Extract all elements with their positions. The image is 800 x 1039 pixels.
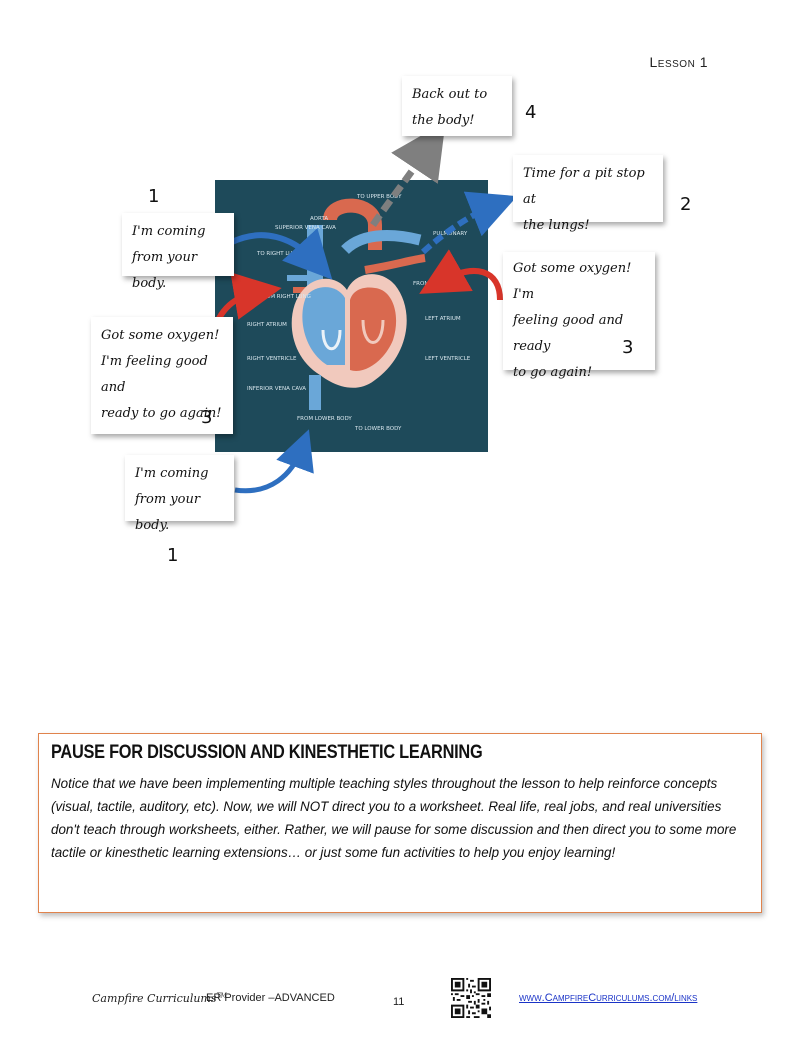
label-left-ventricle: LEFT VENTRICLE	[425, 356, 471, 362]
label-right-ventricle: RIGHT VENTRICLE	[247, 356, 297, 362]
step-number-oxygen-right: 3	[622, 337, 634, 358]
label-to-right-lung: TO RIGHT LUNG	[256, 251, 301, 257]
lesson-label: Lesson 1	[649, 54, 708, 70]
label-superior-vena-cava: SUPERIOR VENA CAVA	[275, 225, 336, 231]
label-from-lower-body: FROM LOWER BODY	[297, 416, 352, 422]
label-aorta: AORTA	[310, 216, 328, 222]
heart-diagram: TO UPPER BODY AORTA SUPERIOR VENA CAVA P…	[215, 180, 488, 452]
label-left-atrium: LEFT ATRIUM	[425, 316, 461, 322]
note-back-out: Back out to the body!	[402, 76, 512, 136]
note-coming-lower: I'm coming from your body.	[125, 455, 234, 533]
course-name: ER Provider –ADVANCED	[206, 992, 335, 1004]
note-oxygen-left: Got some oxygen! I'm feeling good and re…	[91, 317, 233, 434]
brand-logo: Campfire CurriculumsTM	[92, 992, 227, 1005]
discussion-title: PAUSE FOR DISCUSSION AND KINESTHETIC LEA…	[51, 742, 483, 763]
note-pit-stop: Time for a pit stop at the lungs!	[513, 155, 663, 233]
step-number-back-out: 4	[525, 102, 537, 123]
arrow-coming-lower	[234, 429, 314, 494]
step-number-coming-lower: 1	[167, 545, 179, 566]
label-to-upper-body: TO UPPER BODY	[356, 194, 402, 200]
label-inferior-vena-cava: INFERIOR VENA CAVA	[247, 386, 306, 392]
footer: Campfire CurriculumsTM ER Provider –ADVA…	[0, 978, 800, 1023]
step-number-coming-upper: 1	[148, 186, 160, 207]
discussion-box: PAUSE FOR DISCUSSION AND KINESTHETIC LEA…	[38, 733, 762, 913]
discussion-body: Notice that we have been implementing mu…	[51, 776, 737, 860]
label-from-right-lung: FROM RIGHT LUNG	[259, 294, 311, 300]
step-number-pit-stop: 2	[680, 194, 692, 215]
curriculum-link[interactable]: www.CampfireCurriculums.com/links	[519, 992, 698, 1004]
label-right-atrium: RIGHT ATRIUM	[247, 322, 287, 328]
page-number: 11	[393, 996, 405, 1008]
heart-illustration: TO UPPER BODY AORTA SUPERIOR VENA CAVA P…	[247, 194, 471, 432]
note-oxygen-right: Got some oxygen! I'm feeling good and re…	[503, 252, 655, 380]
label-pulmonary: PULMONARY	[433, 231, 468, 237]
step-number-oxygen-left: 3	[201, 407, 213, 428]
label-from-left-lung: FROM LEFT LUNG	[413, 281, 461, 287]
label-to-lower-body: TO LOWER BODY	[354, 426, 402, 432]
note-coming-upper: I'm coming from your body.	[122, 213, 234, 291]
qr-code-icon[interactable]	[451, 978, 491, 1018]
